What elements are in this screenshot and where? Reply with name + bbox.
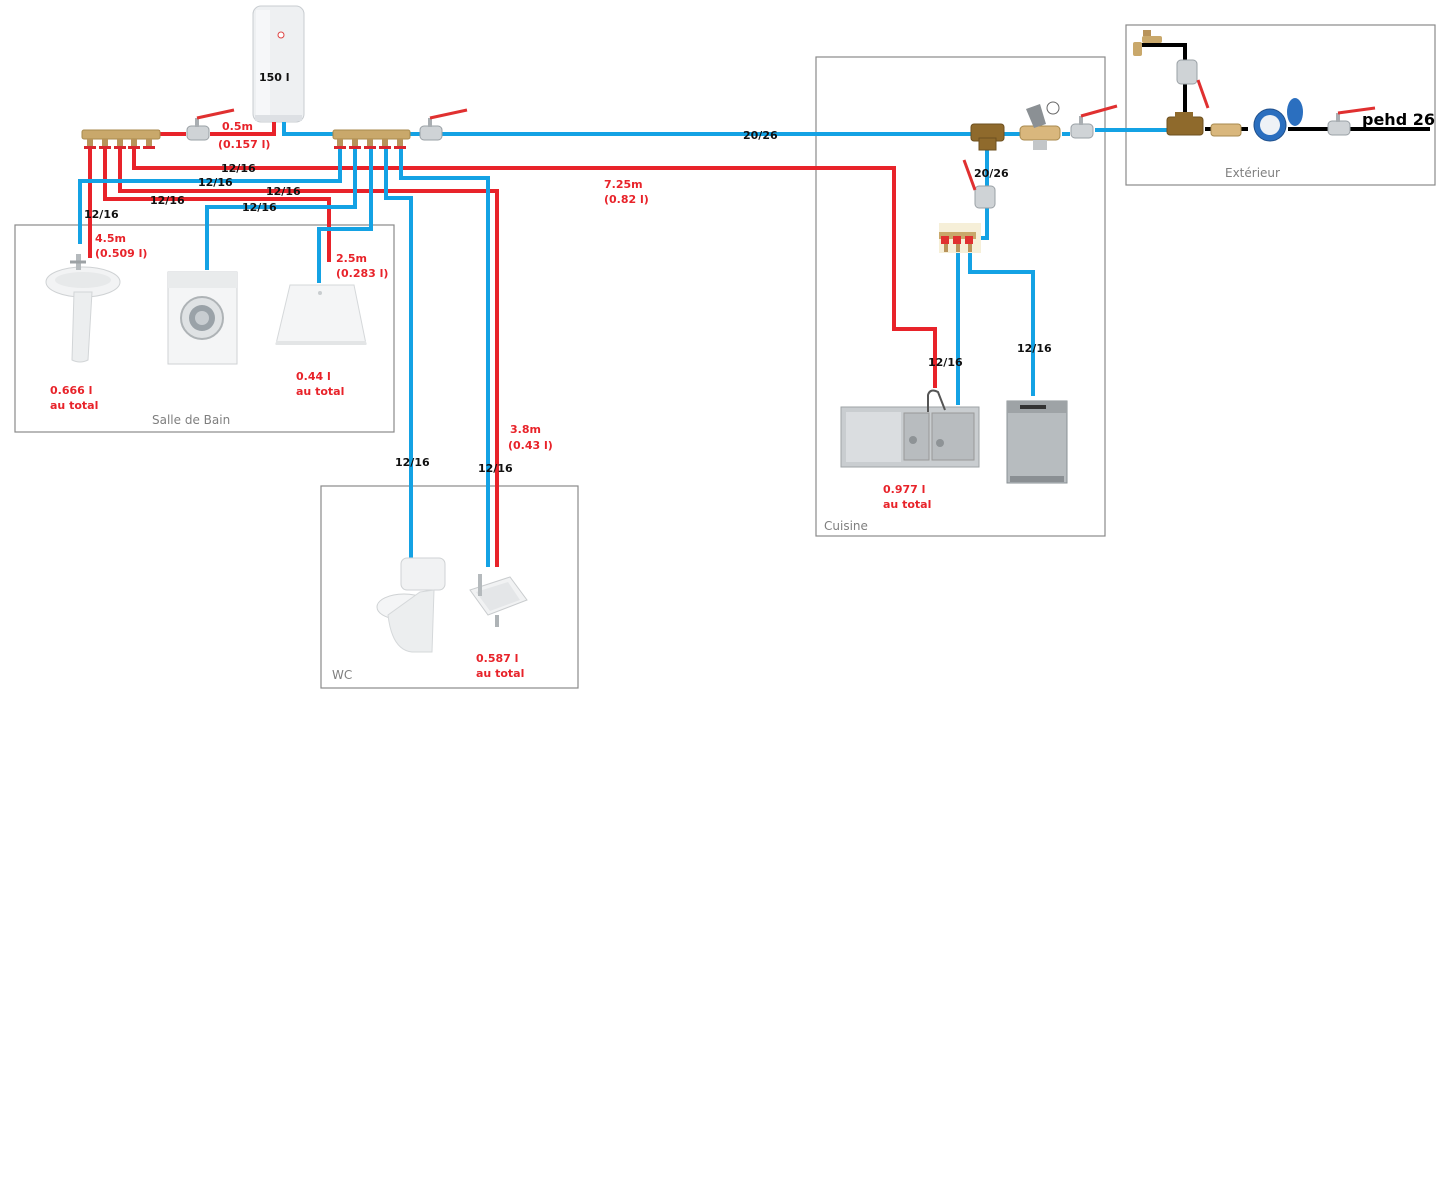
cold-pipe-wc	[384, 149, 413, 560]
run-length-kitchen: 7.25m	[604, 178, 643, 191]
valve-tap[interactable]	[1176, 59, 1210, 109]
room-label-wc: WC	[332, 668, 352, 682]
supply-label: pehd 26	[1362, 110, 1435, 129]
run-length-bath-sink: 4.5m	[95, 232, 126, 245]
pipe-label-h1: 12/16	[221, 162, 256, 175]
hot-pipe-kitchen	[132, 149, 937, 388]
heater-link-volume: (0.157 l)	[218, 138, 270, 151]
valve-supply[interactable]	[1327, 106, 1376, 136]
pipe-label-wc: 12/16	[395, 456, 430, 469]
total-bath-sink-value: 0.666 l	[50, 384, 92, 397]
kitchen-manifold	[939, 223, 981, 253]
garden-tap-icon	[1133, 30, 1162, 56]
room-wc	[320, 485, 579, 689]
washing-machine	[167, 271, 238, 365]
cold-pipe-bath-sink	[78, 149, 342, 244]
pipe-label-kitchen-sink: 12/16	[928, 356, 963, 369]
shower-tray	[275, 284, 367, 345]
cold-manifold	[332, 129, 411, 149]
water-meter	[1253, 98, 1303, 142]
brass-tee-fitting	[970, 123, 1005, 151]
run-length-shower: 2.5m	[336, 252, 367, 265]
pipe-label-h3: 12/16	[150, 194, 185, 207]
hot-manifold	[81, 129, 161, 149]
pipe-label-v1: 12/16	[84, 208, 119, 221]
toilet	[376, 557, 446, 653]
pipe-label-c2: 12/16	[242, 201, 277, 214]
valve-hot[interactable]	[186, 108, 235, 141]
pipe-label-wc-sink: 12/16	[478, 462, 513, 475]
heater-hot-outlet	[210, 122, 276, 136]
run-volume-bath-sink: (0.509 l)	[95, 247, 147, 260]
room-label-bathroom: Salle de Bain	[152, 413, 230, 427]
pressure-reducer	[1019, 101, 1061, 150]
valve-kitchen-main[interactable]	[1070, 104, 1118, 139]
heater-capacity: 150 l	[259, 71, 290, 84]
cold-pipe-dishwasher	[968, 253, 1035, 396]
room-bathroom	[14, 224, 395, 433]
valve-cold-manifold[interactable]	[419, 108, 468, 141]
heater-cold-inlet	[282, 122, 334, 136]
total-kitchen-sink-suffix: au total	[883, 498, 931, 511]
cold-pipe-wc-sink	[399, 149, 490, 567]
bathroom-sink	[45, 254, 121, 363]
room-kitchen	[815, 56, 1106, 537]
total-bath-sink-suffix: au total	[50, 399, 98, 412]
run-volume-kitchen: (0.82 l)	[604, 193, 649, 206]
valve-kitchen-branch[interactable]	[962, 159, 996, 209]
pipe-label-h2: 12/16	[266, 185, 301, 198]
room-label-exterior: Extérieur	[1225, 166, 1280, 180]
cold-pipe-washer	[205, 149, 357, 270]
pipe-label-kitchen-branch: 20/26	[974, 167, 1009, 180]
room-exterior	[1125, 24, 1436, 186]
total-wc-sink-suffix: au total	[476, 667, 524, 680]
run-volume-wc-sink: (0.43 l)	[508, 439, 553, 452]
total-kitchen-sink-value: 0.977 l	[883, 483, 925, 496]
heater-link-length: 0.5m	[222, 120, 253, 133]
run-volume-shower: (0.283 l)	[336, 267, 388, 280]
pipe-label-main: 20/26	[743, 129, 778, 142]
room-label-kitchen: Cuisine	[824, 519, 868, 533]
wc-sink	[469, 574, 528, 627]
total-shower-suffix: au total	[296, 385, 344, 398]
pipe-label-c1: 12/16	[198, 176, 233, 189]
total-wc-sink-value: 0.587 l	[476, 652, 518, 665]
cold-pipe-shower	[317, 149, 373, 283]
brass-tee-exterior	[1166, 112, 1204, 136]
hot-pipe-wc-sink	[118, 149, 499, 567]
run-length-wc-sink: 3.8m	[510, 423, 541, 436]
check-valve	[1210, 123, 1242, 137]
water-heater: 150 l	[252, 5, 305, 123]
dishwasher	[1006, 400, 1068, 484]
pipe-label-dishwasher: 12/16	[1017, 342, 1052, 355]
total-shower-value: 0.44 l	[296, 370, 331, 383]
kitchen-sink	[840, 389, 980, 468]
main-pipe-tap	[1135, 43, 1187, 119]
